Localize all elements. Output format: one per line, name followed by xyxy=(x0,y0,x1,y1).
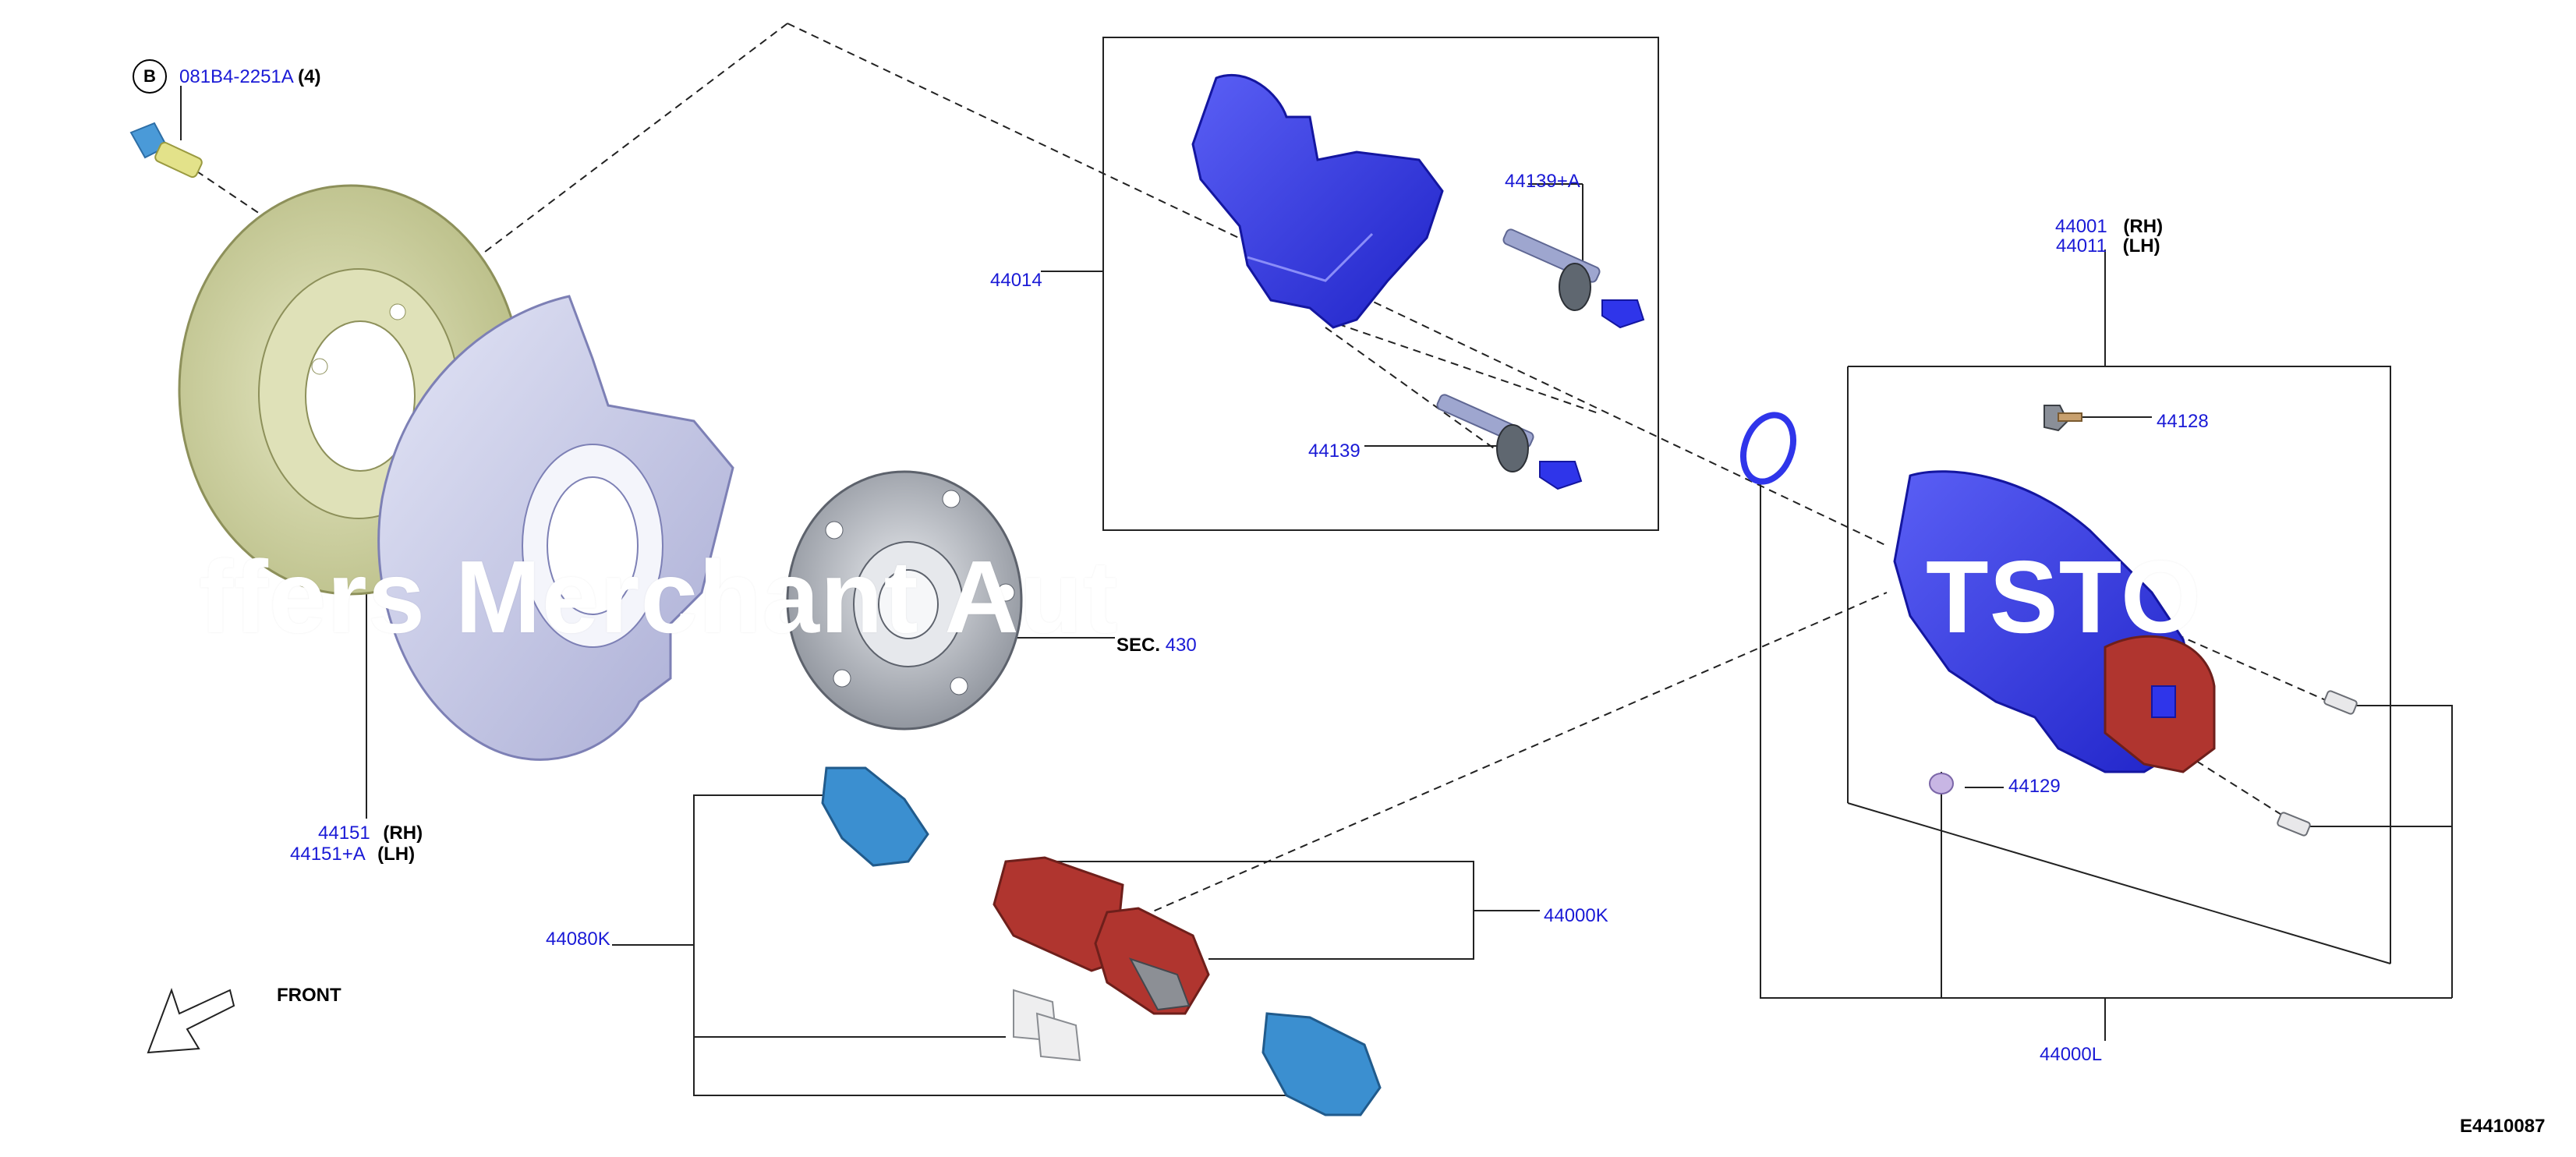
shield-rh-side: (RH) xyxy=(383,823,423,844)
label-shield-lh: 44151+A (LH) xyxy=(290,844,415,865)
bolt-part-number: 081B4-2251A xyxy=(179,66,293,87)
pad-red-right xyxy=(1094,907,1210,1015)
label-pad-kit: 44080K xyxy=(546,929,610,950)
flange-bolt xyxy=(129,122,203,179)
figure-id: E4410087 xyxy=(2460,1116,2546,1137)
hub-sec-number: 430 xyxy=(1165,635,1197,656)
hub-sec-prefix: SEC. xyxy=(1116,635,1161,656)
label-caliper-bracket: 44014 xyxy=(990,270,1042,291)
watermark-right: TSTO xyxy=(1926,540,2202,654)
caliper-rh-side: (RH) xyxy=(2123,216,2164,237)
label-caliper-lh: 44011 (LH) xyxy=(2056,236,2160,257)
o-ring xyxy=(1740,412,1796,485)
caliper-rh-number: 44001 xyxy=(2055,216,2107,237)
label-bleeder: 44128 xyxy=(2157,411,2209,432)
label-pads: 44000K xyxy=(1544,905,1608,926)
shield-lh-side: (LH) xyxy=(377,844,416,865)
wheel-hub xyxy=(786,470,1023,731)
caliper-bracket xyxy=(1191,73,1444,329)
caliper-bolt-lower xyxy=(2277,812,2311,837)
label-bolt-cap: 44129 xyxy=(2008,776,2061,797)
brake-caliper xyxy=(1893,470,2216,773)
bleeder-screw xyxy=(2043,405,2082,432)
shield-lh-number: 44151+A xyxy=(290,844,365,865)
leader-lines xyxy=(180,37,2453,1096)
guide-pin-lower xyxy=(1436,394,1583,490)
label-hub-section: SEC. 430 xyxy=(1116,635,1197,656)
label-bolt-part: 081B4-2251A (4) xyxy=(179,67,320,87)
caliper-bolt-upper xyxy=(2323,690,2358,715)
label-guide-pin: 44139 xyxy=(1308,441,1361,462)
label-shield-rh: 44151 (RH) xyxy=(318,823,423,844)
label-caliper-kit: 44000L xyxy=(2040,1044,2103,1065)
dust-shield xyxy=(377,295,734,761)
caliper-lh-side: (LH) xyxy=(2122,235,2160,257)
reference-badge: B xyxy=(133,59,167,94)
label-guide-pin-a: 44139+A xyxy=(1505,171,1580,192)
pad-upper-light xyxy=(821,766,929,867)
front-arrow-icon xyxy=(147,988,235,1054)
pad-clips xyxy=(1013,989,1081,1062)
label-caliper-rh: 44001 (RH) xyxy=(2055,217,2163,237)
bolt-qty: (4) xyxy=(298,66,321,87)
front-label: FRONT xyxy=(277,985,341,1006)
watermark-left: ffers Merchant Aut xyxy=(199,540,1119,654)
bolt-cap xyxy=(1929,773,1954,794)
shield-rh-number: 44151 xyxy=(318,823,370,844)
caliper-lh-number: 44011 xyxy=(2056,235,2107,257)
guide-pin-upper xyxy=(1502,228,1645,329)
pad-lower-light xyxy=(1261,1012,1382,1116)
